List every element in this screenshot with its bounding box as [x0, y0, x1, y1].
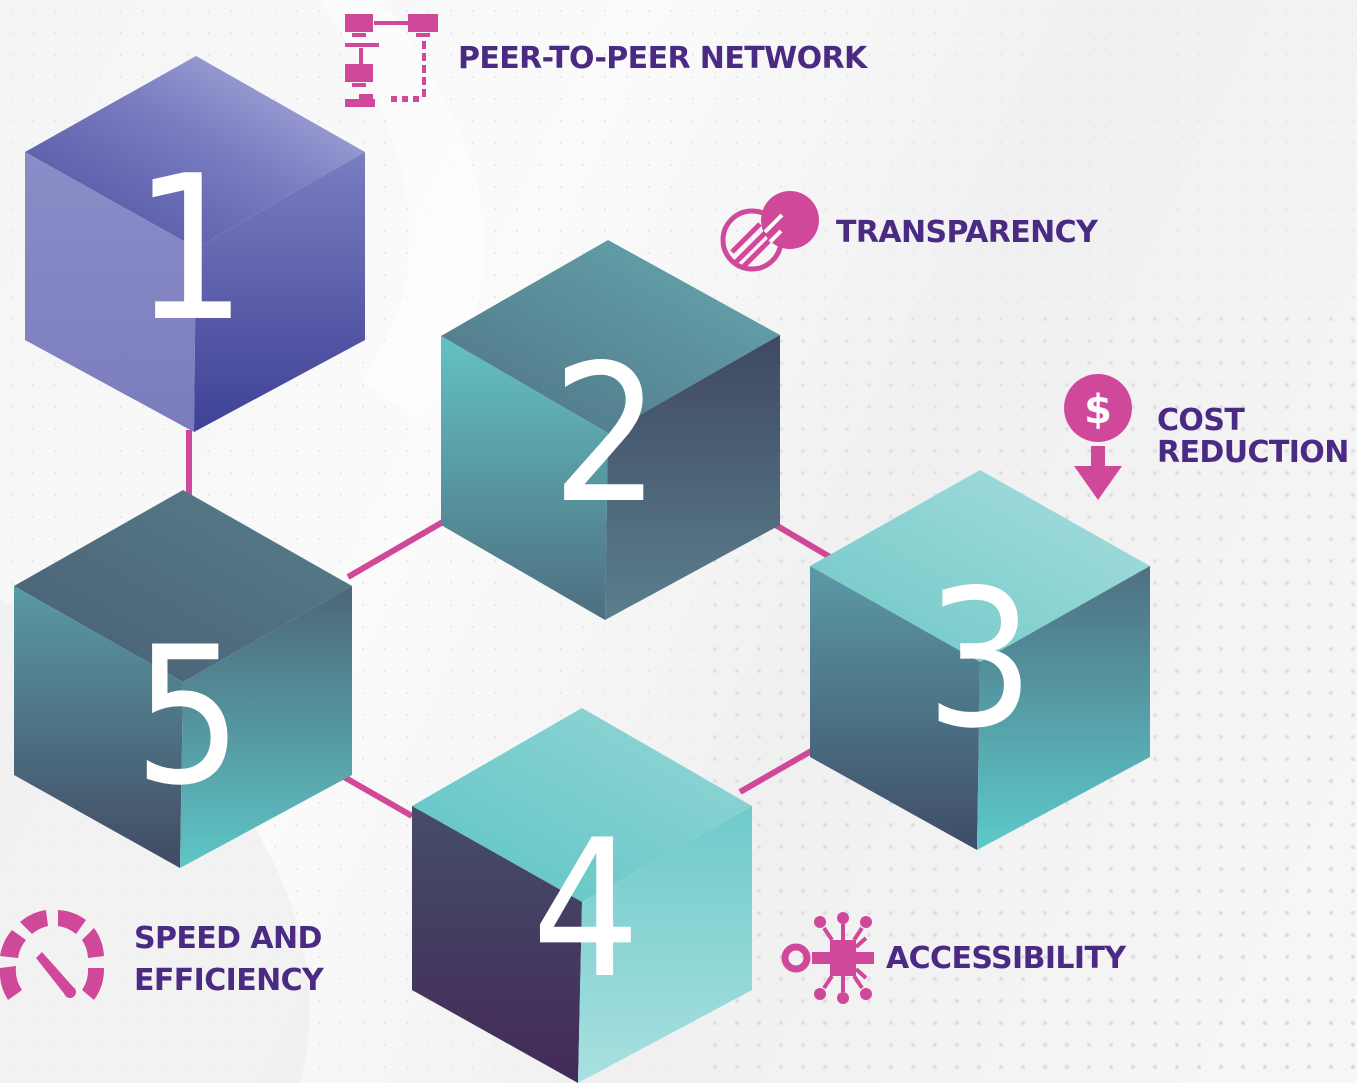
- speedometer-icon: [0, 910, 105, 1000]
- accessibility-icon: [781, 912, 874, 1004]
- block-4-cube: 4: [412, 708, 752, 1083]
- dollar-symbol: $: [1084, 387, 1112, 433]
- transparency-icon: [720, 191, 819, 272]
- block-5-label-line-1: SPEED AND: [134, 921, 322, 956]
- labels: PEER-TO-PEER NETWORK TRANSPARENCY COST R…: [134, 41, 1349, 998]
- block-5-label-line-2: EFFICIENCY: [134, 963, 325, 998]
- cost-reduction-icon: $: [1064, 374, 1132, 500]
- block-1-number: 1: [133, 133, 247, 366]
- block-1-label: PEER-TO-PEER NETWORK: [458, 41, 869, 76]
- block-3-label-line-2: REDUCTION: [1157, 435, 1349, 470]
- network-icon: [345, 14, 438, 107]
- block-2-number: 2: [552, 324, 661, 545]
- block-5-cube: 5: [14, 490, 352, 868]
- block-3-cube: 3: [810, 470, 1150, 850]
- block-3-number: 3: [926, 549, 1035, 770]
- block-3-label-line-1: COST: [1157, 403, 1245, 438]
- block-5-number: 5: [134, 606, 243, 827]
- block-4-label: ACCESSIBILITY: [886, 941, 1127, 976]
- block-2-label: TRANSPARENCY: [836, 215, 1099, 250]
- block-2-cube: 2: [441, 240, 780, 620]
- block-1-cube: 1: [25, 56, 365, 432]
- block-4-number: 4: [532, 799, 641, 1020]
